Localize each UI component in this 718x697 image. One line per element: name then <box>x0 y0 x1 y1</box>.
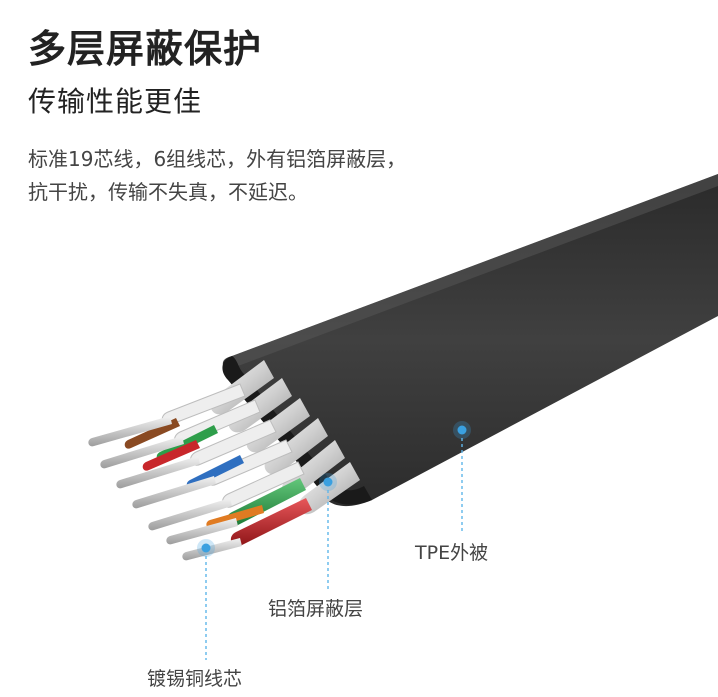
description-line-1: 标准19芯线，6组线芯，外有铝箔屏蔽层， <box>28 147 407 171</box>
callout-foil <box>319 473 337 590</box>
white-insulated-wires <box>161 383 305 508</box>
label-foil-shield: 铝箔屏蔽层 <box>268 598 364 620</box>
callout-jacket <box>453 421 471 533</box>
description-line-2: 抗干扰，传输不失真，不延迟。 <box>28 180 308 204</box>
label-tpe-jacket: TPE外被 <box>415 542 489 564</box>
label-copper-core: 镀锡铜线芯 <box>147 668 243 690</box>
page-title: 多层屏蔽保护 <box>28 27 263 71</box>
tpe-jacket <box>222 174 718 507</box>
callout-core <box>197 539 215 660</box>
page-subtitle: 传输性能更佳 <box>28 85 203 118</box>
description: 标准19芯线，6组线芯，外有铝箔屏蔽层， 抗干扰，传输不失真，不延迟。 <box>28 143 406 209</box>
tinned-copper-conductors <box>88 416 242 561</box>
